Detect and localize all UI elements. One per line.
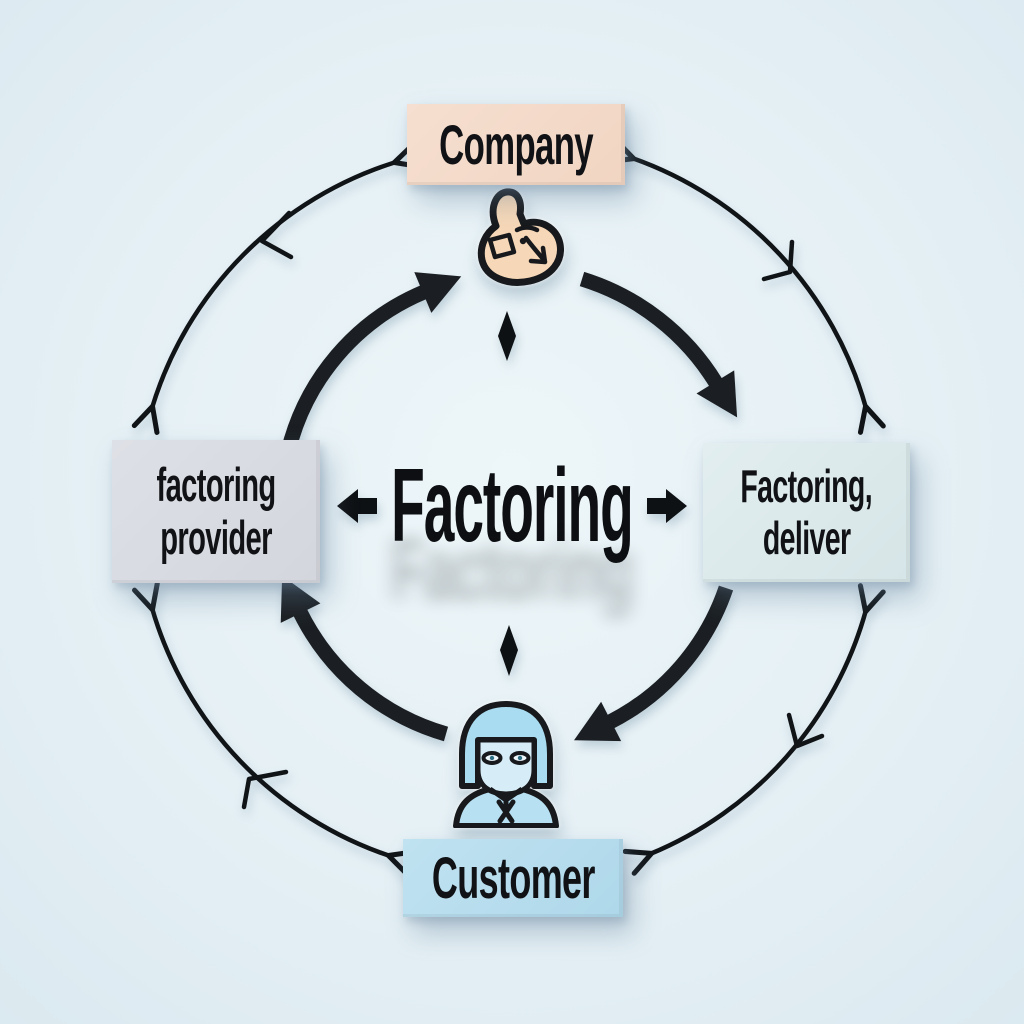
chevron-top-right-icon: [761, 239, 795, 282]
chevron-bottom-left-icon: [241, 769, 289, 810]
node-provider-label-line2: provider: [160, 510, 272, 564]
outer-arc-company-deliver: [604, 137, 886, 435]
node-provider-label-line1: factoring: [156, 457, 276, 511]
center-title-text: Factoring: [391, 448, 634, 564]
diamond-bottom-icon: [500, 625, 518, 676]
node-company-label: Company: [439, 113, 593, 176]
node-customer-label: Customer: [431, 845, 596, 911]
chevron-top-left-icon: [259, 210, 294, 260]
node-deliver-label-line1: Factoring,: [740, 459, 873, 512]
right-arrow-icon: [647, 489, 687, 523]
chevron-bottom-right-icon: [786, 712, 825, 749]
cycle-arrow-company-to-deliver: [579, 271, 738, 418]
outer-arc-company-provider: [131, 141, 423, 435]
cycle-arrow-deliver-to-customer: [574, 585, 734, 742]
left-arrow-icon: [337, 489, 377, 523]
person-icon: [453, 701, 559, 828]
node-deliver-label-line2: deliver: [762, 511, 851, 564]
node-customer: Customer: [403, 839, 623, 917]
hand-doodle-icon: [477, 188, 564, 286]
node-factoring-deliver: Factoring, deliver: [703, 443, 910, 582]
node-factoring-provider: factoring provider: [112, 440, 320, 583]
outer-arc-provider-customer: [132, 581, 418, 877]
diamond-top-icon: [498, 311, 516, 361]
center-title-reflection: Factoring: [391, 520, 634, 620]
cycle-arrow-customer-to-provider: [280, 575, 449, 742]
node-company: Company: [407, 104, 625, 185]
outer-arc-deliver-customer: [622, 583, 886, 876]
center-title: Factoring: [0, 448, 1024, 564]
cycle-arrow-provider-to-company: [280, 272, 462, 454]
